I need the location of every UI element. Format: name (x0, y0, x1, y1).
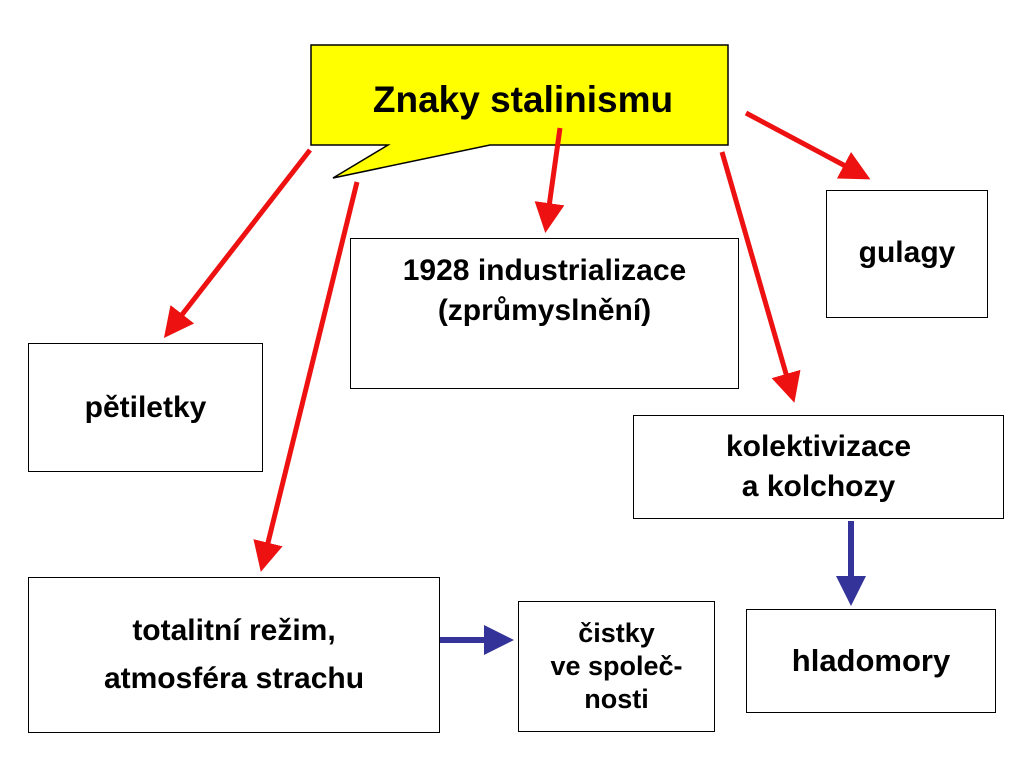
title-callout (310, 44, 729, 179)
node-totalitni: totalitní režim, atmosféra strachu (28, 577, 440, 733)
node-hladomory-label: hladomory (791, 643, 951, 678)
arrow-to-petiletky (163, 148, 312, 338)
node-gulagy: gulagy (826, 190, 988, 318)
node-industrializace-line-2: (zprůmyslnění) (437, 294, 652, 327)
node-cistky-line-1: čistky (578, 618, 655, 648)
node-industrializace: 1928 industrializace (zprůmyslnění) (350, 238, 739, 389)
node-kolektivizace: kolektivizace a kolchozy (633, 415, 1004, 519)
node-gulagy-label: gulagy (858, 236, 956, 269)
arrow-to-kolektivizace (719, 151, 801, 403)
node-petiletky-label: pětiletky (84, 390, 207, 424)
node-totalitni-line-2: atmosféra strachu (103, 662, 365, 695)
diagram-title: Znaky stalinismu (372, 79, 674, 120)
node-industrializace-line-1: 1928 industrializace (402, 254, 687, 287)
node-kolektivizace-line-1: kolektivizace (725, 430, 912, 463)
arrow-to-industrializace (534, 127, 565, 233)
arrow-to-totalitni (253, 181, 360, 572)
node-cistky: čistky ve společ- nosti (518, 601, 715, 732)
node-hladomory: hladomory (746, 609, 996, 713)
node-petiletky: pětiletky (28, 343, 263, 472)
node-totalitni-line-1: totalitní režim, (132, 614, 336, 647)
node-kolektivizace-line-2: a kolchozy (741, 470, 896, 503)
node-cistky-line-3: nosti (584, 684, 649, 714)
node-cistky-line-2: ve společ- (550, 651, 683, 681)
arrow-to-gulagy (744, 110, 871, 180)
